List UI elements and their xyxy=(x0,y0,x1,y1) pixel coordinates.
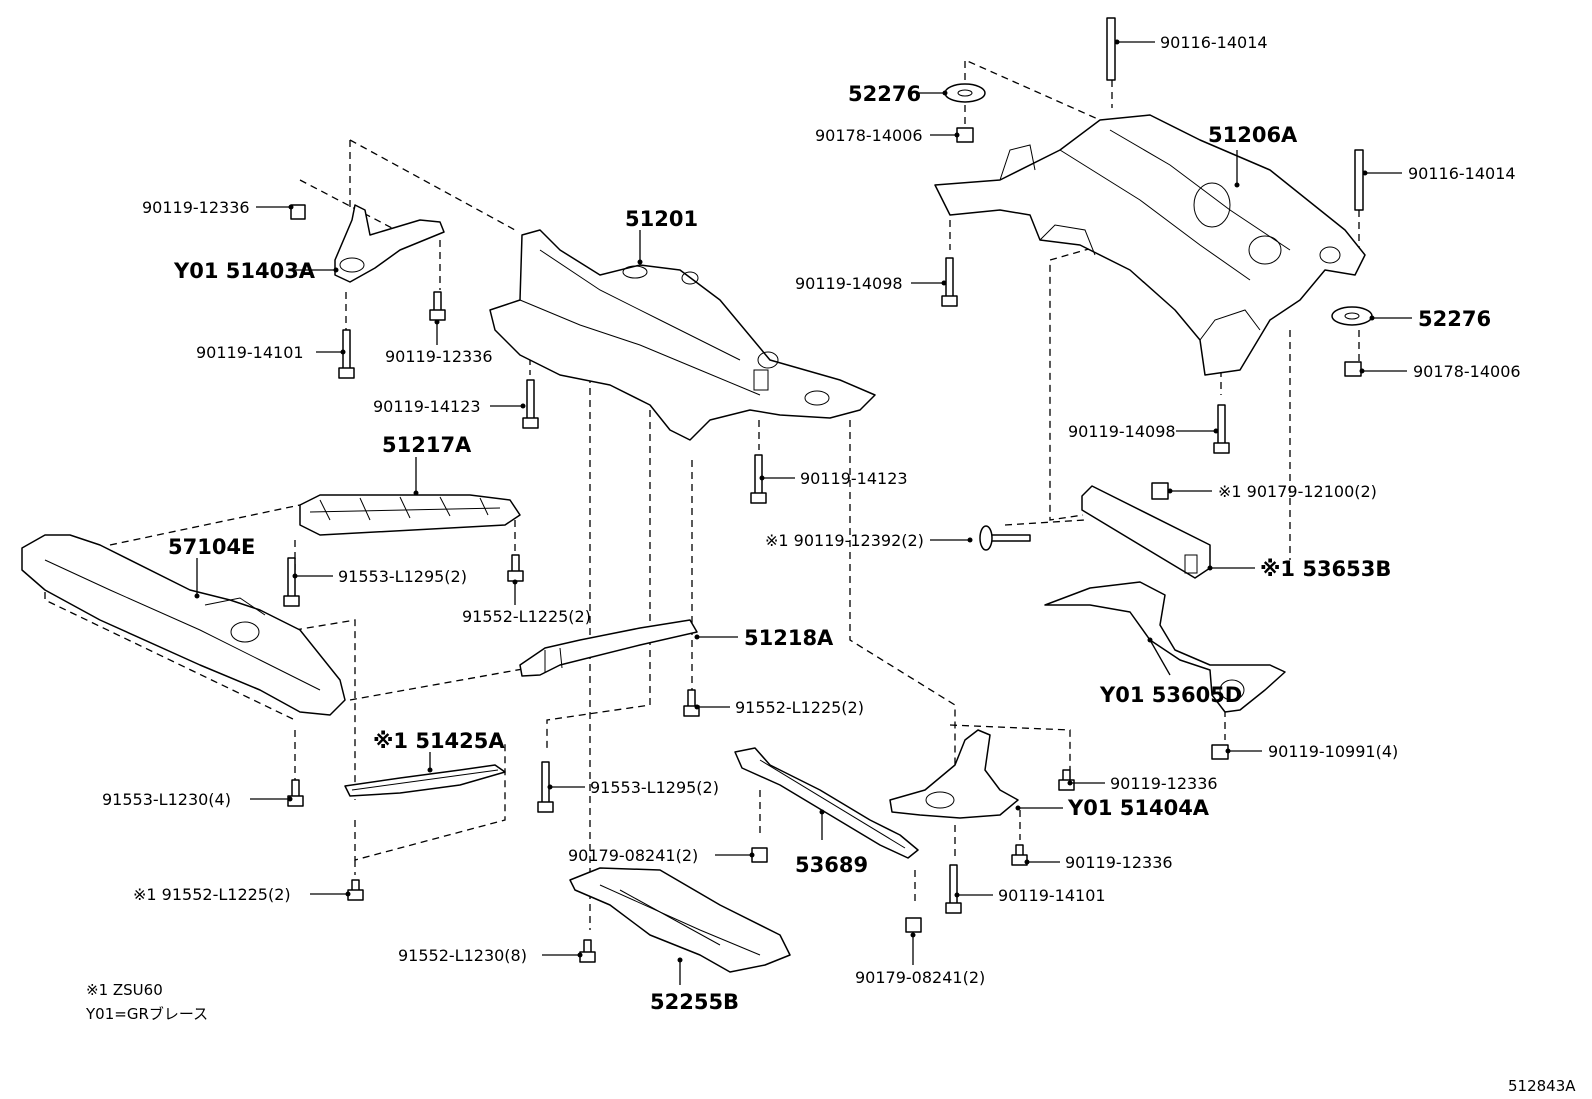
brace-51217A xyxy=(299,494,521,536)
label-91552-L1225-c[interactable]: ※1 91552-L1225(2) xyxy=(133,885,291,904)
assembly-dash-lines xyxy=(29,58,1360,930)
label-53653B[interactable]: ※1 53653B xyxy=(1260,557,1391,581)
front-crossmember-51201 xyxy=(489,229,876,441)
label-51218A[interactable]: 51218A xyxy=(744,626,834,650)
label-Y01-53605D[interactable]: Y01 53605D xyxy=(1099,683,1242,707)
brace-51218A xyxy=(519,619,698,677)
label-Y01-51403A[interactable]: Y01 51403A xyxy=(173,259,316,283)
arm-51403A xyxy=(334,204,445,283)
label-90179-08241-a[interactable]: 90179-08241(2) xyxy=(568,846,698,865)
label-91552-L1225-a[interactable]: 91552-L1225(2) xyxy=(462,607,591,626)
label-90119-14101-a[interactable]: 90119-14101 xyxy=(196,343,304,362)
label-91552-L1225-b[interactable]: 91552-L1225(2) xyxy=(735,698,864,717)
plate-52255B xyxy=(569,867,791,973)
label-90179-08241-b[interactable]: 90179-08241(2) xyxy=(855,968,985,987)
label-52276-right[interactable]: 52276 xyxy=(1418,307,1491,331)
legend-notes: ※1 ZSU60 Y01=GRブレース xyxy=(85,981,208,1023)
label-90119-14098-left[interactable]: 90119-14098 xyxy=(795,274,903,293)
member-57104E xyxy=(21,534,346,716)
label-57104E[interactable]: 57104E xyxy=(168,535,255,559)
label-90119-14123-b[interactable]: 90119-14123 xyxy=(800,469,908,488)
note-y01: Y01=GRブレース xyxy=(85,1005,208,1023)
washer-52276-top-icon xyxy=(944,83,986,103)
label-51425A[interactable]: ※1 51425A xyxy=(373,729,505,753)
label-91553-L1230[interactable]: 91553-L1230(4) xyxy=(102,790,231,809)
label-90119-12336-a[interactable]: 90119-12336 xyxy=(142,198,250,217)
bar-53689 xyxy=(734,747,919,859)
label-90119-14098-mid[interactable]: 90119-14098 xyxy=(1068,422,1176,441)
label-90119-14101-b[interactable]: 90119-14101 xyxy=(998,886,1106,905)
label-90178-14006-top[interactable]: 90178-14006 xyxy=(815,126,923,145)
arm-51404A xyxy=(889,729,1019,819)
washer-52276-right-icon xyxy=(1331,306,1373,326)
label-90119-12336-c[interactable]: 90119-12336 xyxy=(1110,774,1218,793)
label-90116-14014-top[interactable]: 90116-14014 xyxy=(1160,33,1268,52)
bracket-53653B xyxy=(1081,485,1211,579)
label-51201[interactable]: 51201 xyxy=(625,207,698,231)
label-51217A[interactable]: 51217A xyxy=(382,433,472,457)
label-52276-top[interactable]: 52276 xyxy=(848,82,921,106)
brace-51425A xyxy=(344,764,506,797)
label-90116-14014-right[interactable]: 90116-14014 xyxy=(1408,164,1516,183)
label-90119-12336-d[interactable]: 90119-12336 xyxy=(1065,853,1173,872)
leader-lines xyxy=(194,39,1412,985)
rear-crossmember-51206A xyxy=(934,114,1366,376)
label-90119-14123-a[interactable]: 90119-14123 xyxy=(373,397,481,416)
label-52255B[interactable]: 52255B xyxy=(650,990,739,1014)
label-91552-L1230[interactable]: 91552-L1230(8) xyxy=(398,946,527,965)
label-91553-L1295-a[interactable]: 91553-L1295(2) xyxy=(338,567,467,586)
label-90119-10991[interactable]: 90119-10991(4) xyxy=(1268,742,1398,761)
label-53689[interactable]: 53689 xyxy=(795,853,868,877)
diagram-id: 512843A xyxy=(1508,1077,1576,1095)
label-90119-12336-b[interactable]: 90119-12336 xyxy=(385,347,493,366)
label-91553-L1295-b[interactable]: 91553-L1295(2) xyxy=(590,778,719,797)
label-51206A[interactable]: 51206A xyxy=(1208,123,1298,147)
label-90178-14006-right[interactable]: 90178-14006 xyxy=(1413,362,1521,381)
part-labels: 90116-14014 52276 90178-14006 51206A 901… xyxy=(102,33,1521,1014)
label-Y01-51404A[interactable]: Y01 51404A xyxy=(1067,796,1210,820)
fasteners xyxy=(283,17,1364,963)
note-zsu60: ※1 ZSU60 xyxy=(86,981,163,999)
label-90179-12100[interactable]: ※1 90179-12100(2) xyxy=(1218,482,1377,501)
label-90119-12392[interactable]: ※1 90119-12392(2) xyxy=(765,531,924,550)
